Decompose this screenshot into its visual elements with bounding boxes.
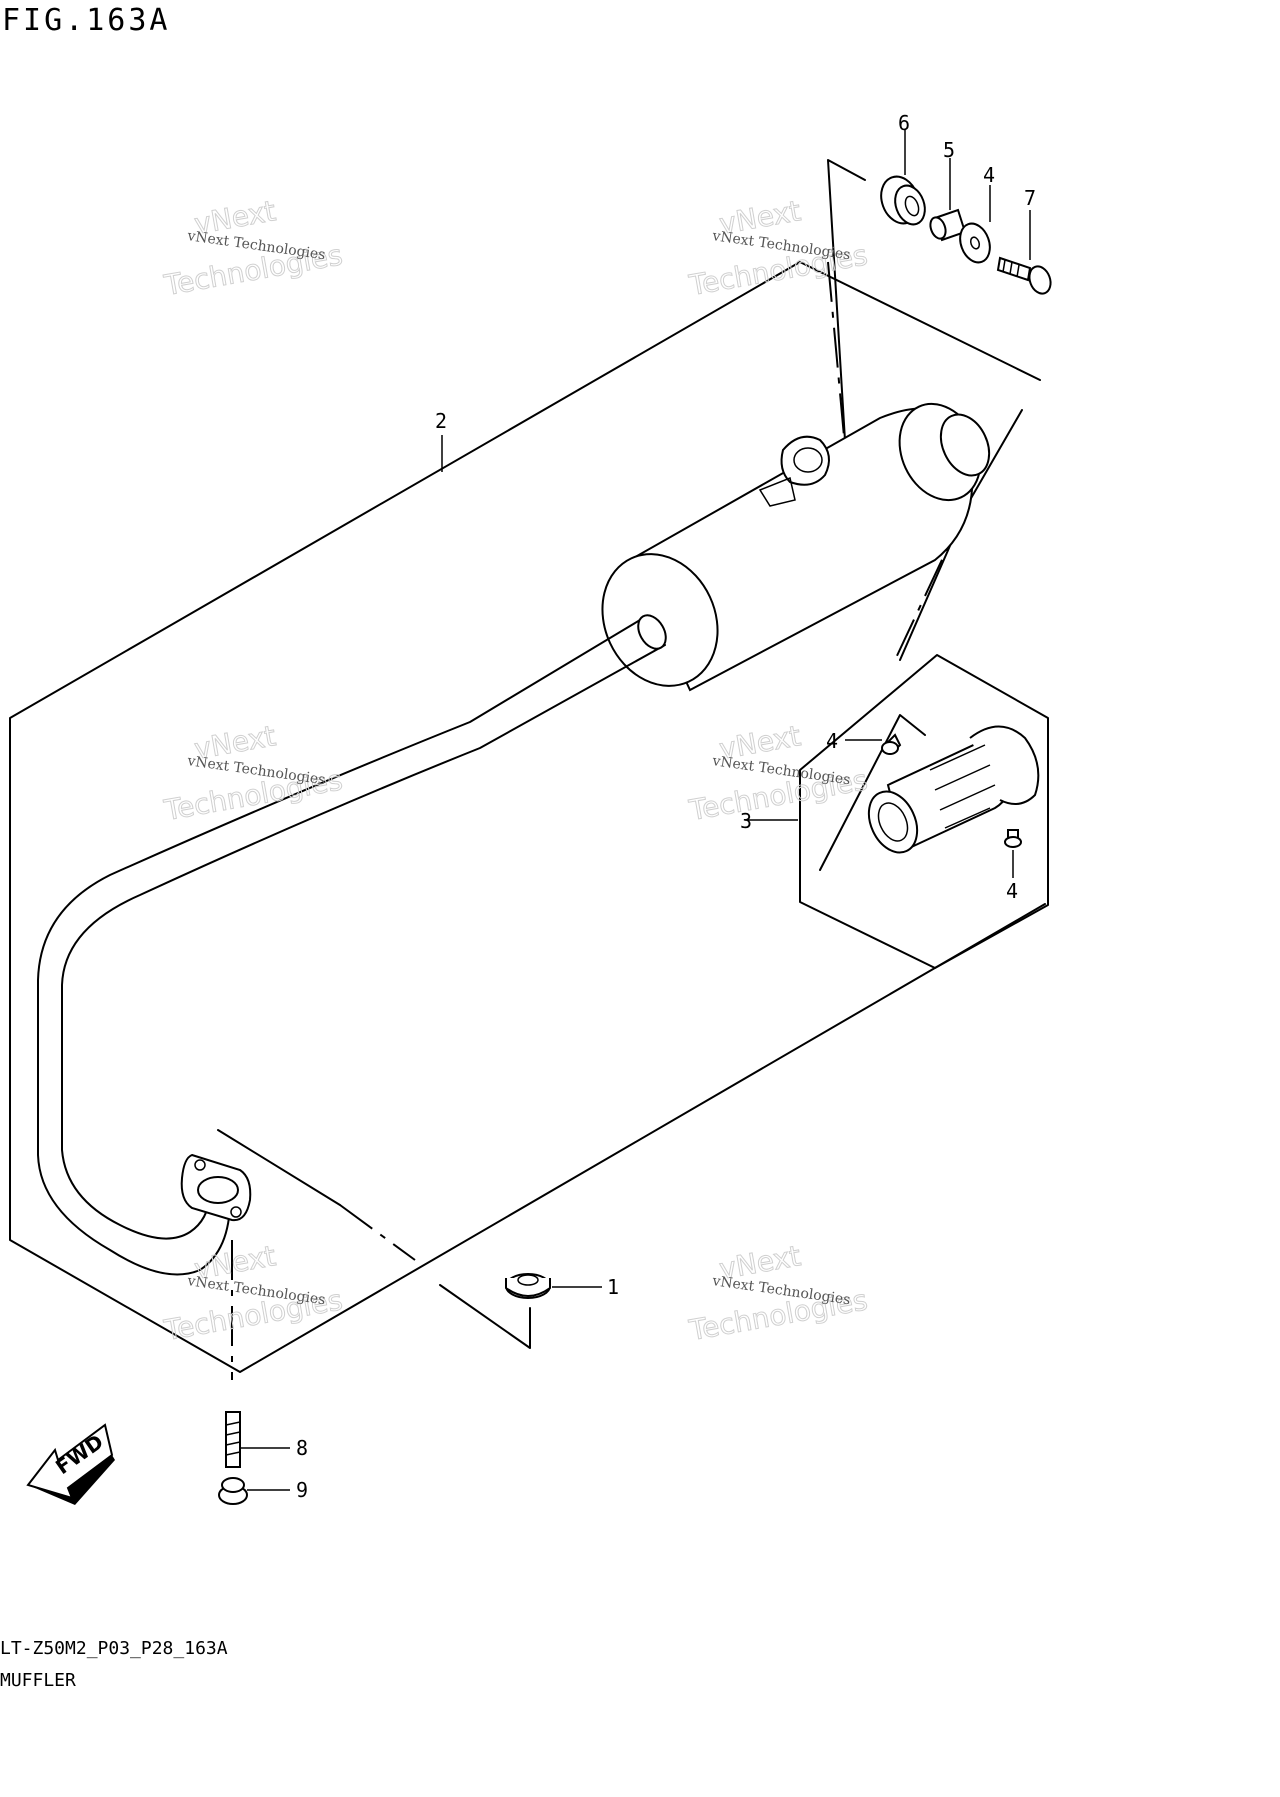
callout-6: 5 bbox=[943, 138, 955, 162]
callout-2: 2 bbox=[435, 409, 447, 433]
callout-9: 8 bbox=[296, 1436, 308, 1460]
gasket-frame bbox=[439, 1284, 531, 1349]
bolt bbox=[996, 256, 1052, 295]
callout-8: 7 bbox=[1024, 186, 1036, 210]
figure-name: MUFFLER bbox=[0, 1670, 76, 1691]
exhaust-flange bbox=[180, 1153, 252, 1222]
figure-title: FIG.163A bbox=[2, 3, 171, 38]
callout-3: 3 bbox=[740, 809, 752, 833]
bolt-group-frame bbox=[827, 159, 866, 491]
washer bbox=[959, 222, 991, 264]
leader-dash-3 bbox=[339, 1204, 416, 1261]
callout-4-top: 4 bbox=[826, 729, 838, 753]
muffler-body bbox=[601, 402, 991, 692]
grommet bbox=[880, 175, 926, 226]
callout-4-bottom: 4 bbox=[1006, 879, 1018, 903]
gasket bbox=[505, 1273, 551, 1299]
spark-arrester-inset bbox=[799, 654, 1049, 969]
assembly-outline bbox=[9, 261, 1046, 1373]
stud-bolt bbox=[225, 1411, 241, 1468]
flange-nut bbox=[218, 1477, 248, 1505]
callout-10: 9 bbox=[296, 1478, 308, 1502]
callout-1: 1 bbox=[607, 1275, 619, 1299]
flange-frame bbox=[217, 1129, 341, 1206]
figure-code: LT-Z50M2_P03_P28_163A bbox=[0, 1638, 228, 1659]
exhaust-pipe bbox=[37, 614, 667, 1276]
forward-arrow-icon: FWD bbox=[26, 1423, 115, 1505]
callout-7: 6 bbox=[898, 111, 910, 135]
callout-5: 4 bbox=[983, 163, 995, 187]
